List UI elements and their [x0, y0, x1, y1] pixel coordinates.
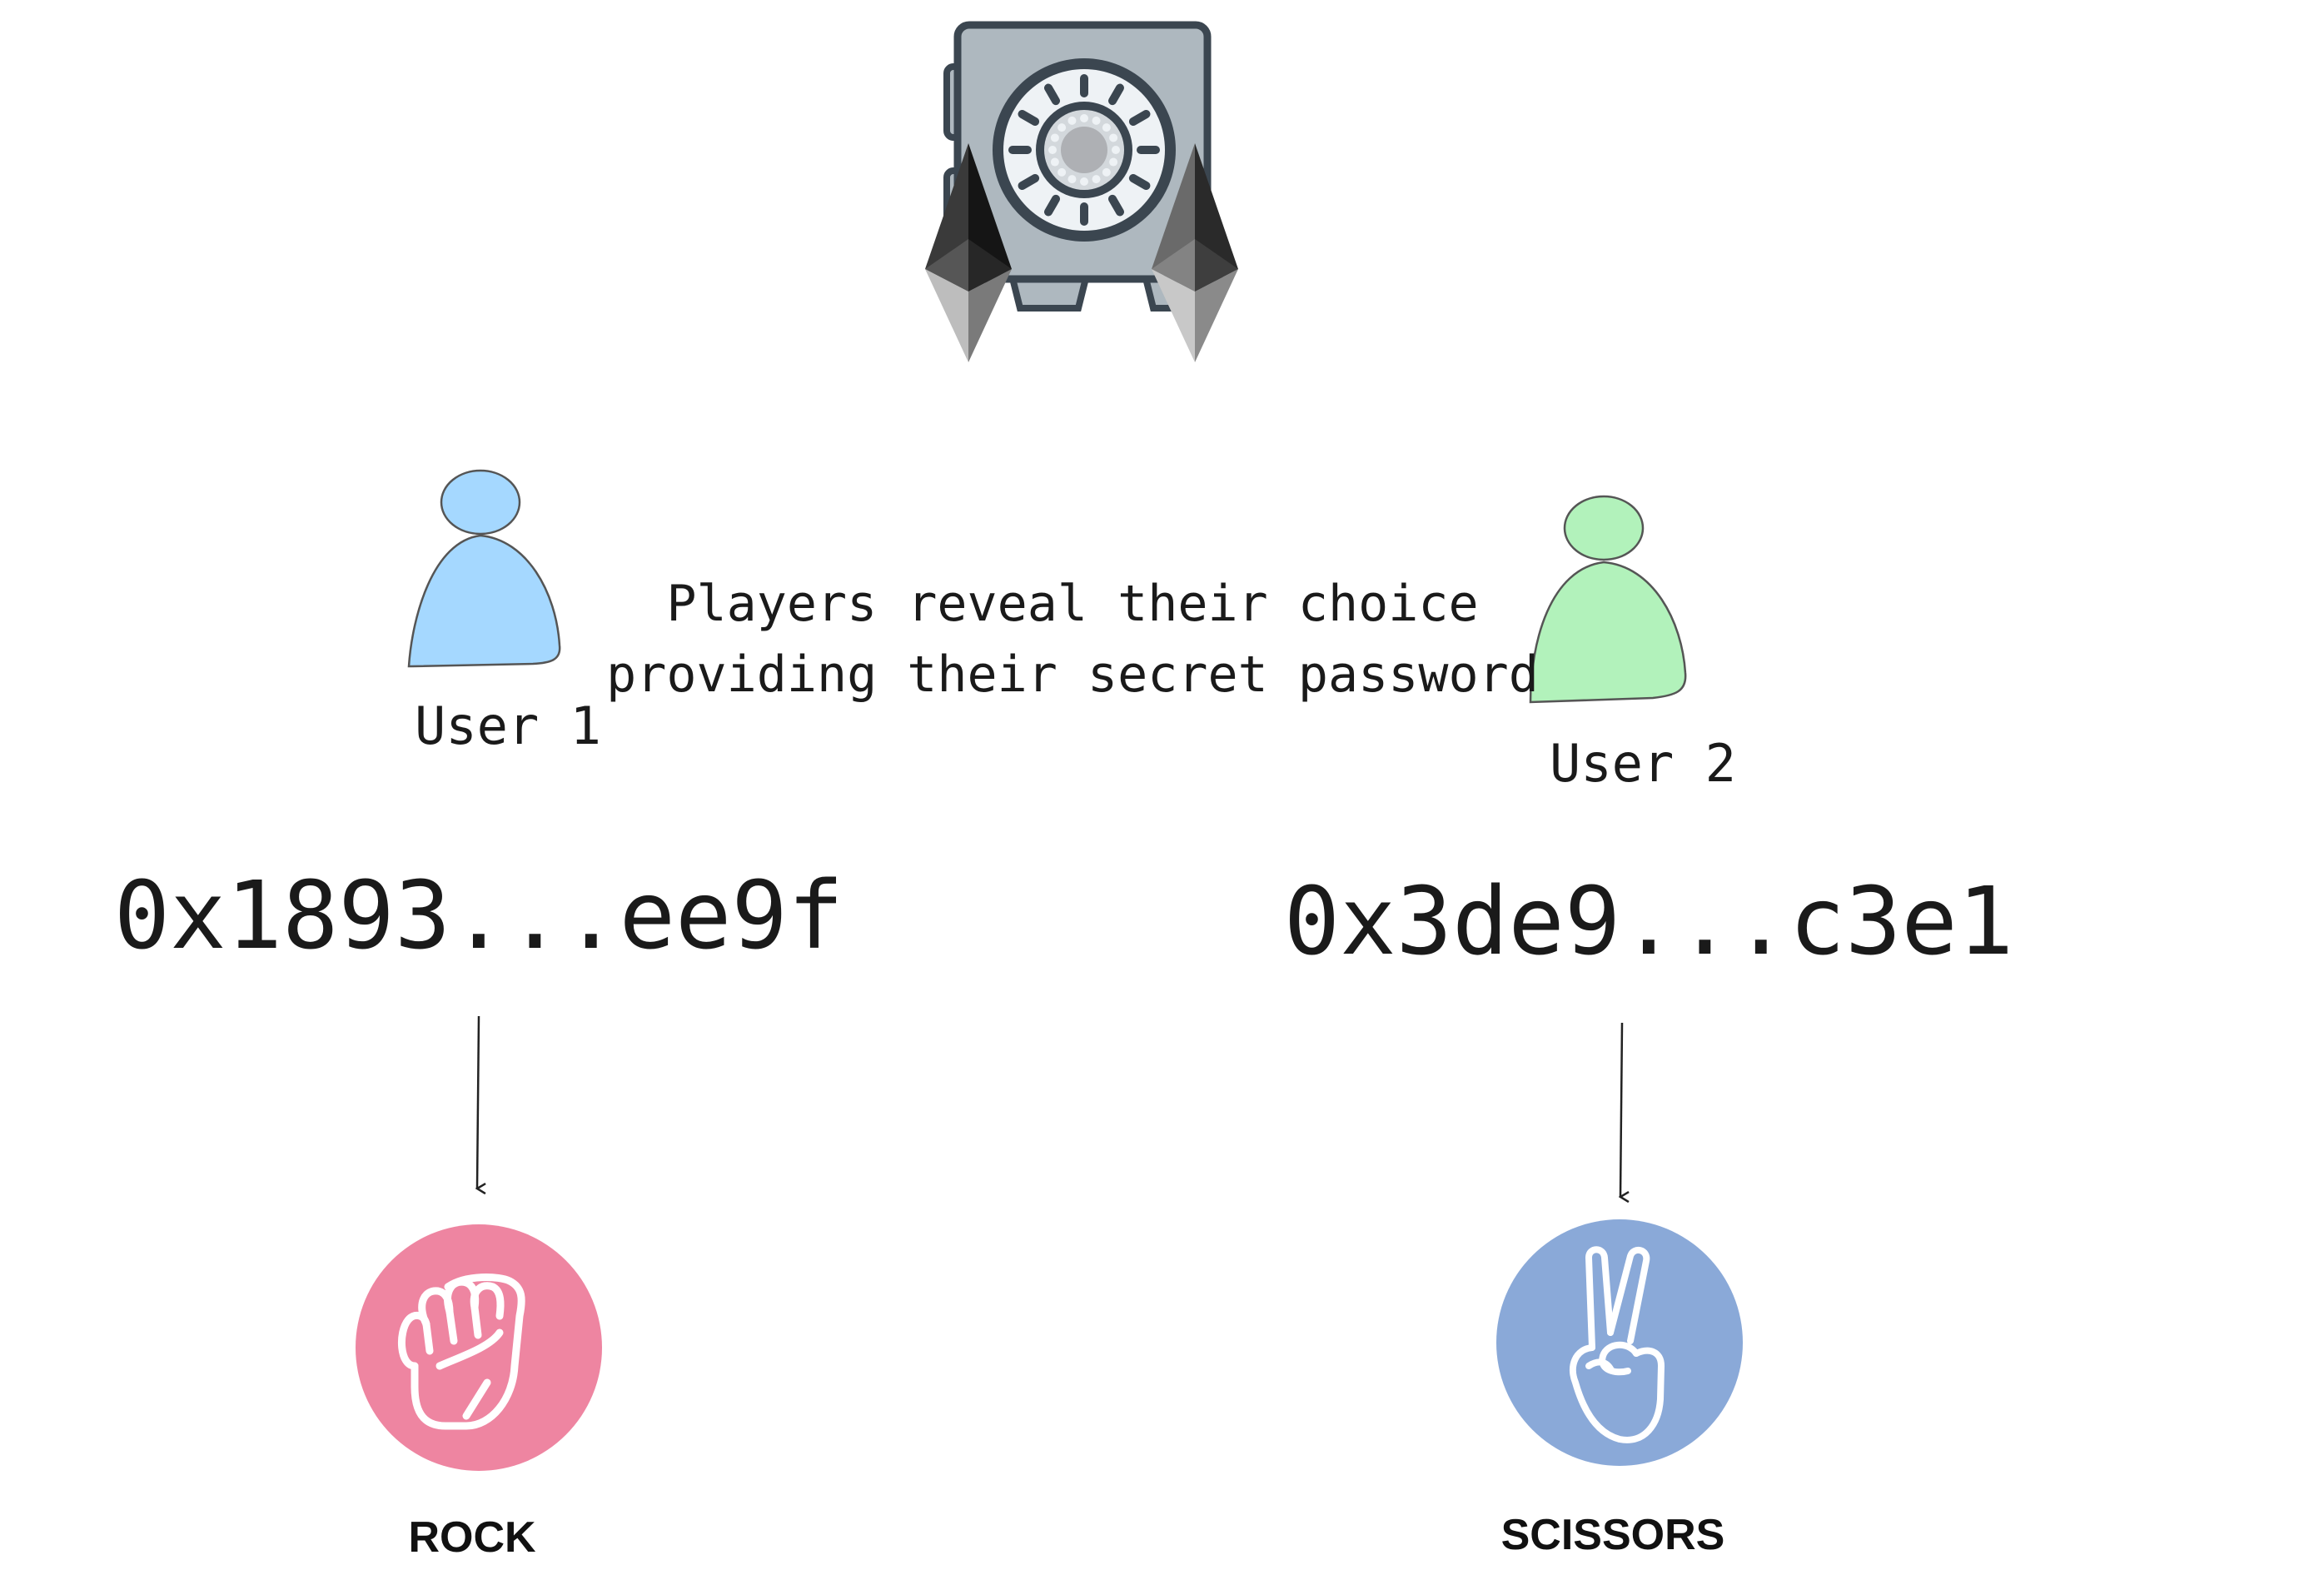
fist-icon [397, 1273, 525, 1430]
ethereum-icon [925, 143, 1012, 362]
avatar-head [1563, 495, 1645, 561]
avatar-head [440, 469, 521, 536]
user-1-avatar [407, 469, 561, 668]
user-1-label: User 1 [415, 695, 601, 756]
rock-choice [356, 1224, 602, 1471]
reveal-arrow-user-2 [1620, 1022, 1622, 1197]
peace-hand-icon [1569, 1246, 1665, 1443]
rock-label: ROCK [408, 1513, 536, 1562]
user-2-address: 0x3de9...c3e1 [1284, 868, 2014, 976]
user-1-address: 0x1893...ee9f [114, 862, 844, 970]
user-2-avatar [1529, 495, 1687, 704]
combination-dial-icon [993, 58, 1176, 242]
safe-vault-icon [943, 21, 1225, 312]
caption-line-2: providing their secret password [606, 645, 1539, 704]
caption-line-1: Players reveal their choice [666, 575, 1478, 633]
ethereum-icon [1152, 143, 1238, 362]
scissors-label: SCISSORS [1501, 1511, 1725, 1559]
avatar-body [1529, 561, 1687, 704]
avatar-body [407, 534, 561, 668]
user-2-label: User 2 [1550, 733, 1736, 794]
reveal-arrow-user-1 [477, 1015, 479, 1189]
scissors-choice [1496, 1219, 1743, 1466]
